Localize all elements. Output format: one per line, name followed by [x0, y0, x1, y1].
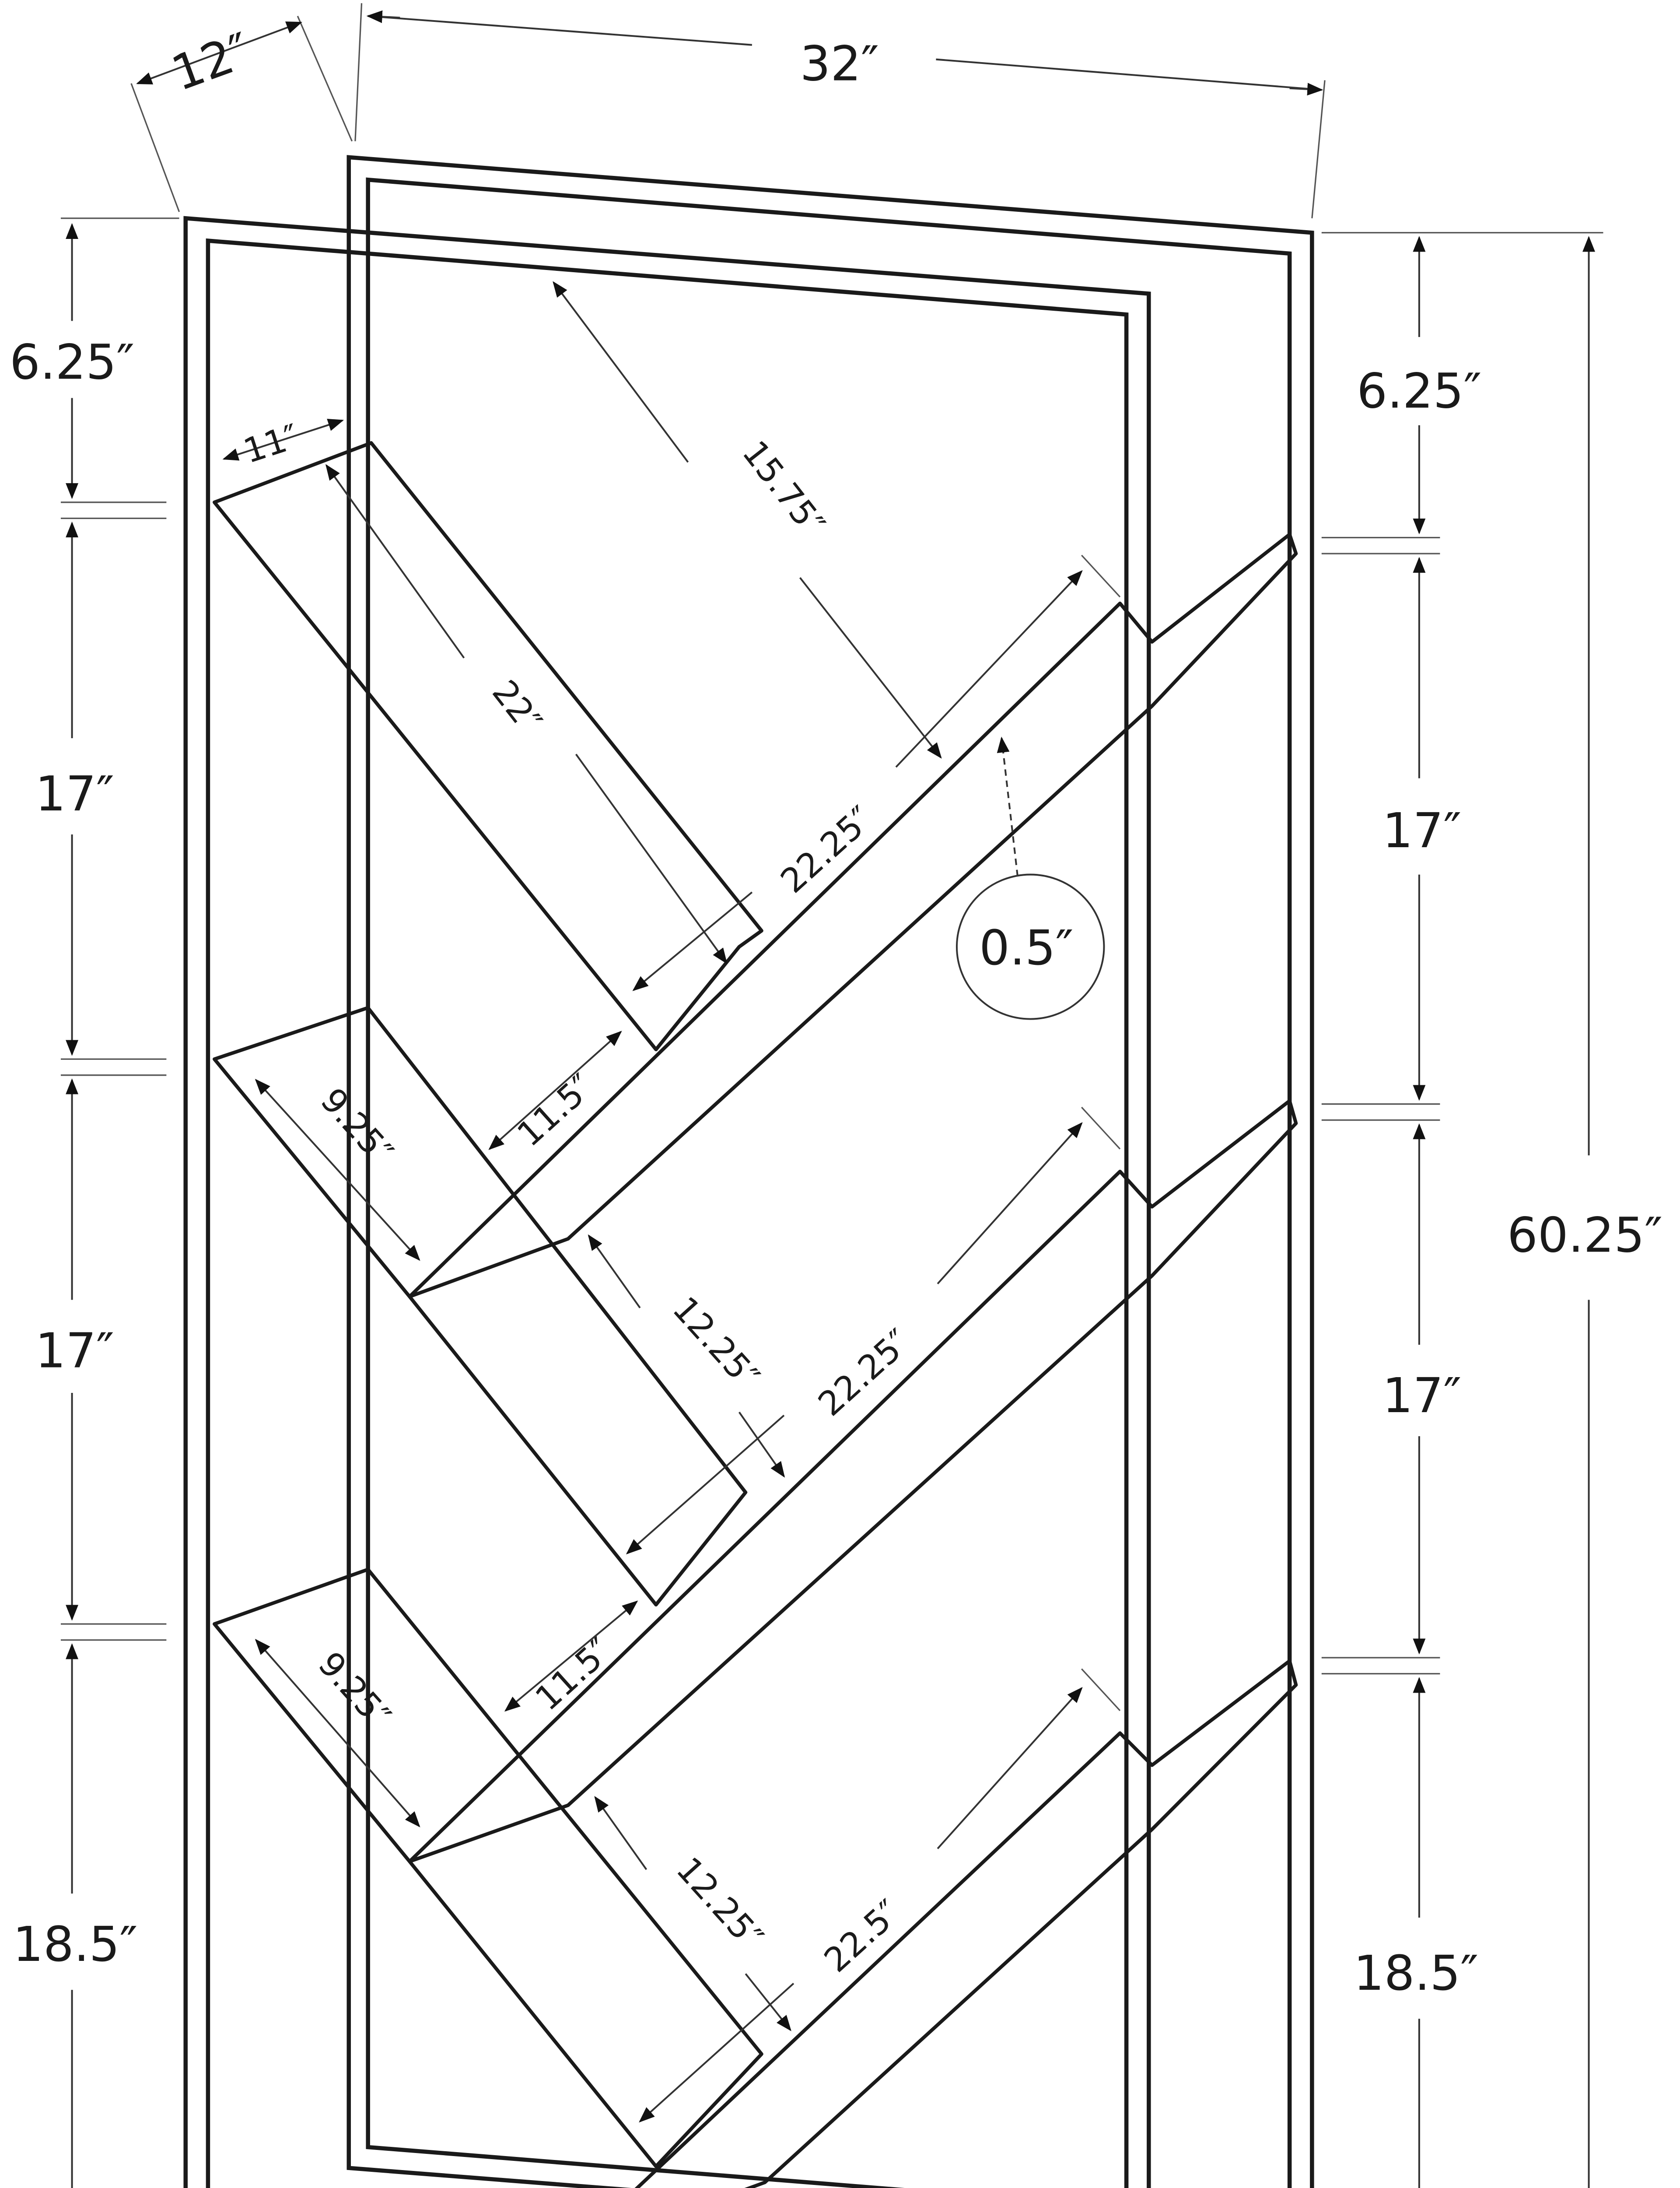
- height-dimension: 60.25″: [1321, 232, 1662, 2188]
- shelf2-short-label: 11.5″: [528, 1631, 619, 1718]
- mid-gap-label: 12.25″: [665, 1290, 766, 1397]
- height-label: 60.25″: [1507, 1207, 1662, 1263]
- shelf-dimensions: 11″ 15.75″ 22″ 22.25″ 11.5″ 9.25″ 12.25″…: [222, 281, 1121, 2123]
- shelf-2: [408, 1099, 1298, 1863]
- depth-label: 12″: [164, 22, 258, 102]
- top-shelf-long-label: 22″: [484, 673, 549, 741]
- front-frame: [183, 216, 1151, 2188]
- shelf-thickness-callout: 0.5″: [956, 736, 1105, 1020]
- left-dim-2: 17″: [35, 766, 114, 822]
- shelf1-span-label: 22.25″: [774, 799, 880, 901]
- right-dim-1: 6.25″: [1357, 363, 1481, 419]
- shelf-thickness-label: 0.5″: [979, 920, 1073, 976]
- shelf-3: [634, 1659, 1298, 2188]
- right-dim-2: 17″: [1382, 803, 1462, 859]
- shelf-mid-left: [213, 1006, 748, 1607]
- low-gap-label: 12.25″: [668, 1850, 770, 1957]
- right-dim-3: 17″: [1382, 1368, 1462, 1424]
- right-dim-4: 18.5″: [1354, 1945, 1478, 2001]
- shelf2-span-label: 22.25″: [811, 1322, 918, 1424]
- left-dim-1: 6.25″: [10, 334, 134, 390]
- low-left-depth-label: 9.25″: [311, 1645, 398, 1736]
- left-dim-4: 18.5″: [13, 1916, 137, 1972]
- shelf-top-left: [213, 441, 763, 1052]
- left-dim-3: 17″: [35, 1322, 114, 1378]
- top-shelf-depth-label: 11″: [239, 417, 304, 471]
- mid-left-depth-label: 9.25″: [313, 1081, 400, 1172]
- top-clearance-label: 15.75″: [735, 434, 832, 543]
- left-vertical-dims: 6.25″ 17″ 17″ 18.5″: [10, 217, 179, 2188]
- right-vertical-dims: 6.25″ 17″ 17″ 18.5″: [1321, 236, 1482, 2188]
- back-frame: [346, 155, 1314, 2188]
- depth-dimension: 12″: [130, 16, 353, 212]
- width-label: 32″: [800, 35, 879, 91]
- shelf-1: [408, 533, 1298, 1299]
- shelf3-span-label: 22.5″: [817, 1893, 908, 1980]
- width-dimension: 32″: [354, 3, 1326, 218]
- shelf1-short-label: 11.5″: [510, 1067, 601, 1154]
